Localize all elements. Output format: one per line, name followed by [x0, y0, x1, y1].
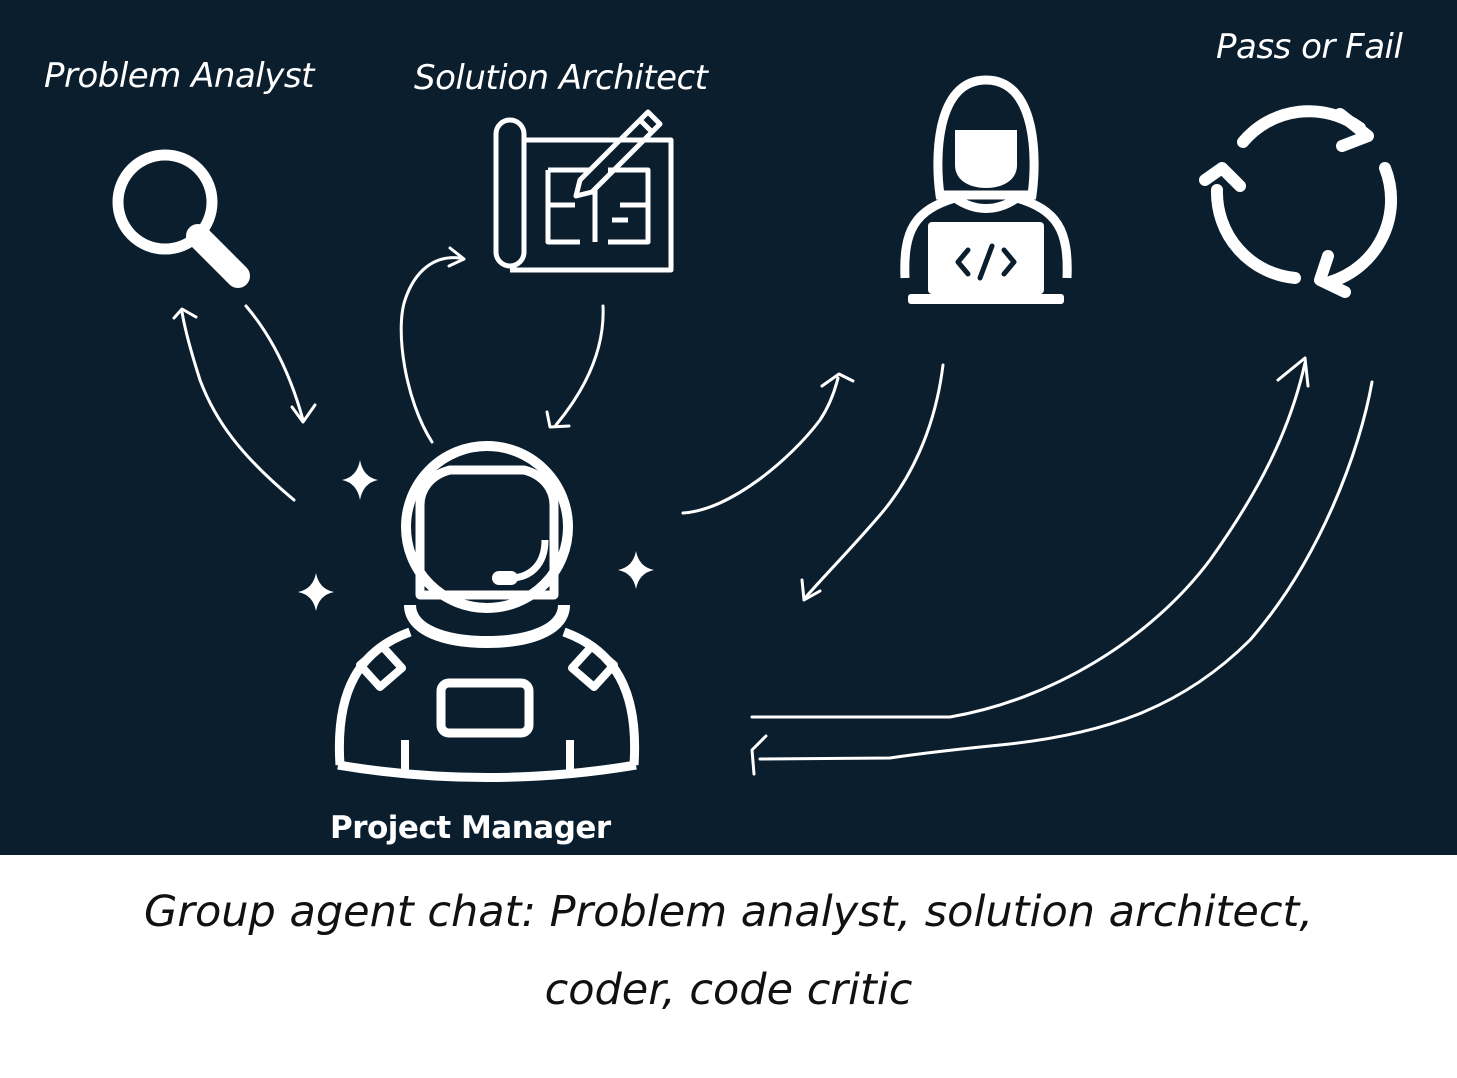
caption-line-2: coder, code critic — [544, 965, 913, 1015]
arrow-architect-to-manager — [554, 304, 605, 427]
problem-analyst-label: Problem Analyst — [44, 56, 314, 96]
arrow-analyst-to-manager — [244, 304, 305, 422]
code-critic-label: Pass or Fail — [1216, 27, 1403, 67]
caption-line-1: Group agent chat: Problem analyst, solut… — [143, 887, 1314, 937]
agent-diagram: Problem Analyst Solution Architect Pass … — [0, 0, 1457, 855]
diagram-canvas — [112, 75, 1398, 782]
refresh-cycle-icon — [1199, 105, 1398, 298]
astronaut-headset-icon — [334, 441, 640, 782]
figure-caption: Group agent chat: Problem analyst, solut… — [0, 855, 1457, 1078]
arrow-manager-to-architect — [399, 256, 462, 444]
blueprint-pencil-icon — [493, 109, 674, 273]
flow-arrows — [172, 246, 1374, 776]
sparkle-icon — [298, 460, 654, 611]
magnifying-glass-icon — [112, 149, 250, 288]
arrow-coder-to-manager — [803, 363, 945, 600]
arrow-critic-to-manager — [758, 380, 1374, 761]
arrow-manager-to-analyst — [180, 310, 296, 502]
arrow-manager-to-coder — [681, 376, 840, 515]
arrow-manager-to-critic — [750, 361, 1307, 719]
developer-laptop-icon — [900, 75, 1072, 304]
project-manager-label: Project Manager — [330, 810, 611, 846]
solution-architect-label: Solution Architect — [414, 58, 708, 98]
